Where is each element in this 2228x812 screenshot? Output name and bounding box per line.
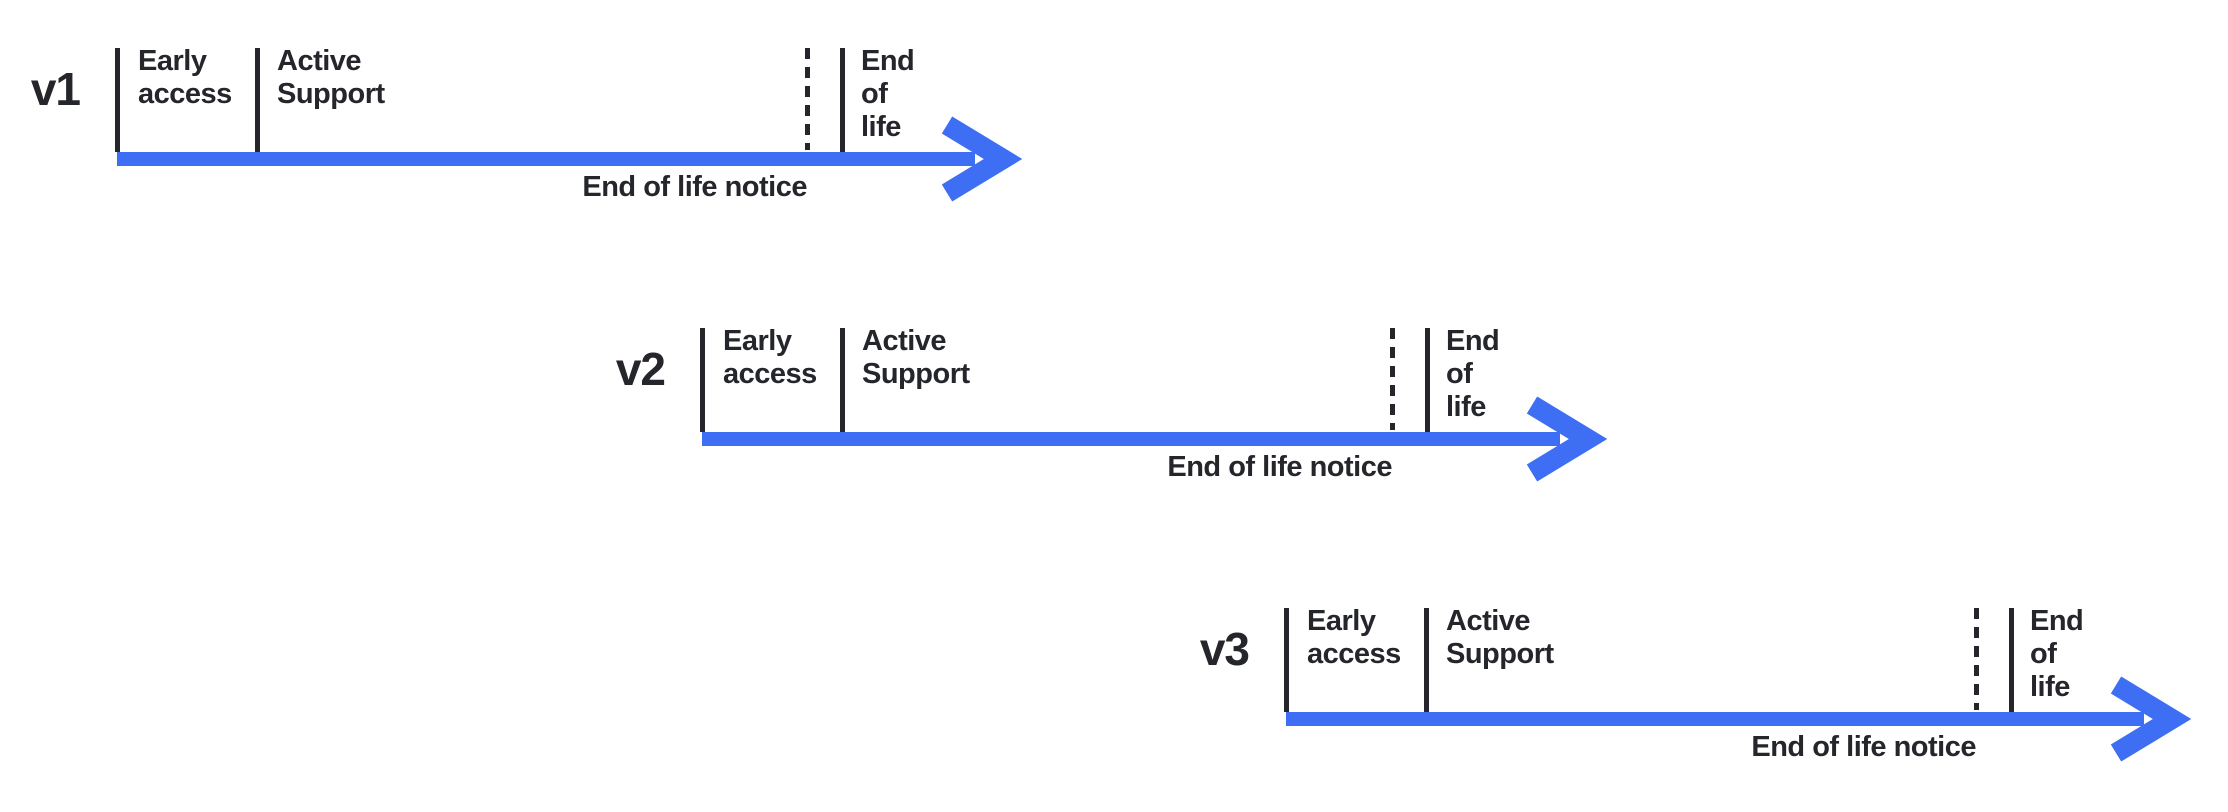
end-of-life-label: End of life [2030,605,2084,703]
timeline-arrow [117,116,1023,202]
active-support-label: Active Support [277,45,385,110]
end-of-life-label: End of life [1446,325,1500,423]
active-support-label: Active Support [862,325,970,390]
end-of-life-tick [840,48,845,152]
active-support-start-tick [255,48,260,152]
arrow-head-icon [941,116,1023,202]
version-label: v3 [1199,623,1250,675]
version-label: v1 [30,63,81,115]
eol-notice-dashed-line [1390,328,1395,430]
arrow-head-icon [2110,676,2192,762]
early-access-start-tick [115,48,120,152]
end-of-life-label: End of life [861,45,915,143]
timeline-arrow [1286,676,2192,762]
timeline-arrow [702,396,1608,482]
eol-notice-dashed-line [805,48,810,150]
active-support-start-tick [1424,608,1429,712]
end-of-life-notice-label: End of life notice [1751,731,1976,763]
early-access-start-tick [1284,608,1289,712]
active-support-label: Active Support [1446,605,1554,670]
early-access-label: Early access [1307,605,1401,670]
early-access-start-tick [700,328,705,432]
version-label: v2 [615,343,666,395]
end-of-life-tick [2009,608,2014,712]
early-access-label: Early access [138,45,232,110]
end-of-life-notice-label: End of life notice [582,171,807,203]
arrow-head-icon [1526,396,1608,482]
eol-notice-dashed-line [1974,608,1979,710]
active-support-start-tick [840,328,845,432]
early-access-label: Early access [723,325,817,390]
end-of-life-notice-label: End of life notice [1167,451,1392,483]
end-of-life-tick [1425,328,1430,432]
